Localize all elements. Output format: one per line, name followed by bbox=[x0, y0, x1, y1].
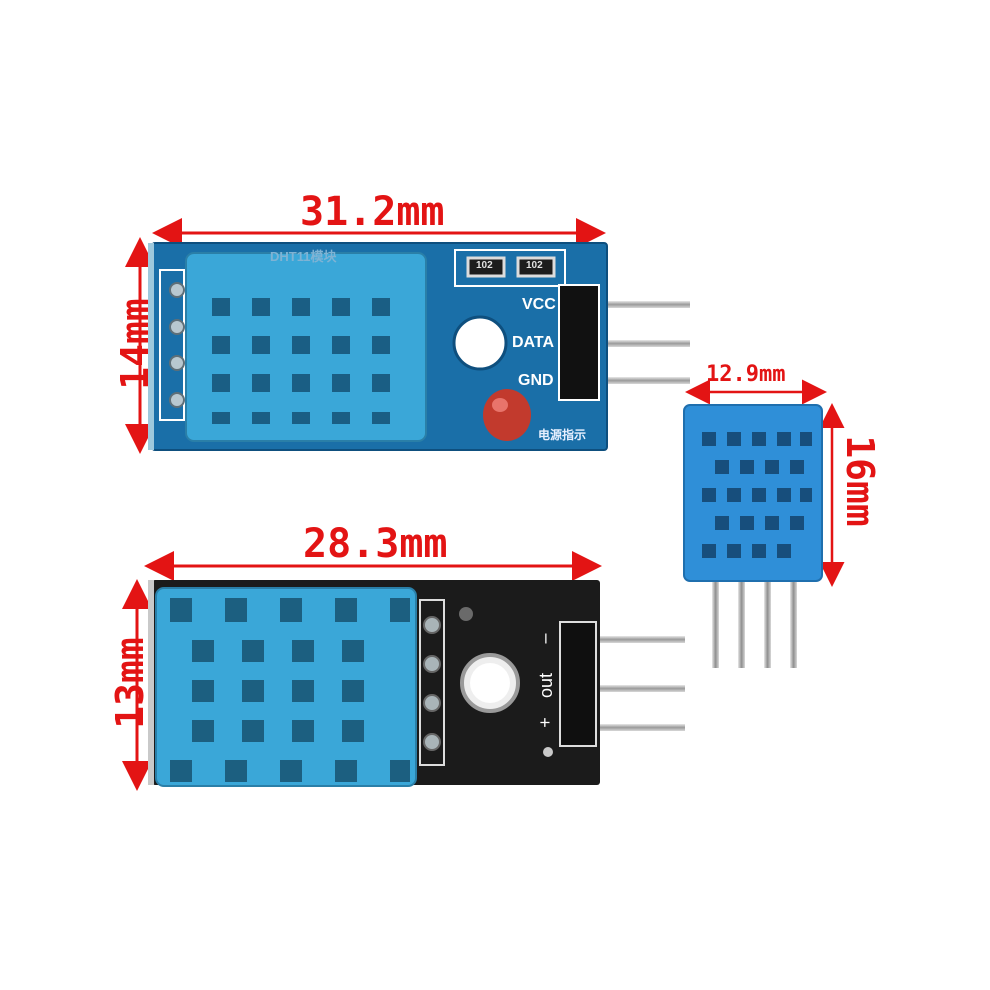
module1-height-label: 14mm bbox=[113, 298, 157, 390]
led-label: 电源指示 bbox=[538, 428, 587, 442]
sensor-leg-3 bbox=[764, 578, 771, 668]
sensor-width-label: 12.9mm bbox=[706, 362, 786, 387]
module1-silk-title: DHT11模块 bbox=[270, 249, 337, 264]
pin-vcc bbox=[595, 301, 690, 308]
pin-gnd bbox=[595, 377, 690, 384]
dimension-arrows bbox=[122, 218, 845, 791]
pin-header bbox=[558, 284, 600, 401]
module2-pcb bbox=[148, 580, 685, 787]
resistor-2 bbox=[516, 256, 556, 278]
sensor-grille-1 bbox=[212, 298, 390, 424]
sensor-leg-1 bbox=[712, 578, 719, 668]
sensor-height-label: 16mm bbox=[838, 435, 882, 527]
resistor2-label: 102 bbox=[526, 260, 543, 271]
module2-height-label: 13mm bbox=[108, 637, 152, 729]
pin-plus-label: + bbox=[534, 717, 555, 728]
sensor-leg-4 bbox=[790, 578, 797, 668]
module1-width-label: 31.2mm bbox=[300, 189, 445, 235]
pin-data-label: DATA bbox=[512, 334, 555, 351]
via bbox=[459, 607, 473, 621]
pin-out-label: out bbox=[536, 672, 557, 699]
pin-data bbox=[595, 340, 690, 347]
resistor-1 bbox=[466, 256, 506, 278]
sensor-grille-3 bbox=[702, 432, 812, 558]
sensor-grille-2 bbox=[170, 598, 410, 782]
sensor-leg-2 bbox=[738, 578, 745, 668]
power-led bbox=[483, 389, 531, 441]
pin-plus bbox=[590, 724, 685, 731]
module1-pcb bbox=[148, 242, 690, 451]
pin-out bbox=[590, 685, 685, 692]
bare-sensor bbox=[683, 404, 823, 668]
pin-gnd-label: GND bbox=[518, 372, 554, 389]
mounting-hole bbox=[452, 315, 508, 371]
pin-minus-label: – bbox=[534, 633, 555, 644]
module2-width-label: 28.3mm bbox=[303, 521, 448, 567]
pin-header-2 bbox=[559, 621, 597, 747]
pin-vcc-label: VCC bbox=[522, 296, 556, 313]
resistor1-label: 102 bbox=[476, 260, 493, 271]
pin-minus bbox=[590, 636, 685, 643]
